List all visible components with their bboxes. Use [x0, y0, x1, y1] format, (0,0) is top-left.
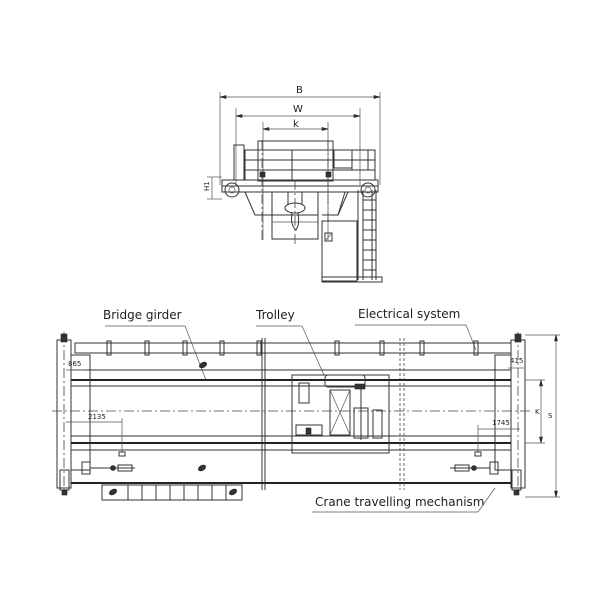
dim-B-label: B: [296, 85, 303, 96]
dim-415: 415: [510, 357, 523, 365]
dim-1745: 1745: [492, 419, 510, 427]
plan-view: Bridge girder Trolley Electrical system …: [52, 307, 560, 513]
end-view: B W k H1: [203, 85, 383, 283]
label-trolley: Trolley: [255, 308, 295, 322]
label-electrical-system: Electrical system: [358, 307, 460, 321]
label-bridge-girder: Bridge girder: [103, 308, 182, 322]
dim-W-label: W: [293, 104, 303, 115]
dim-865: 865: [68, 360, 81, 368]
label-crane-travelling-mechanism: Crane travelling mechanism: [315, 495, 485, 509]
dim-2135: 2135: [88, 413, 106, 421]
dim-H1-label: H1: [203, 181, 211, 191]
dim-S: S: [548, 412, 553, 420]
dim-K: K: [535, 408, 540, 416]
dim-k-label: k: [293, 119, 299, 130]
